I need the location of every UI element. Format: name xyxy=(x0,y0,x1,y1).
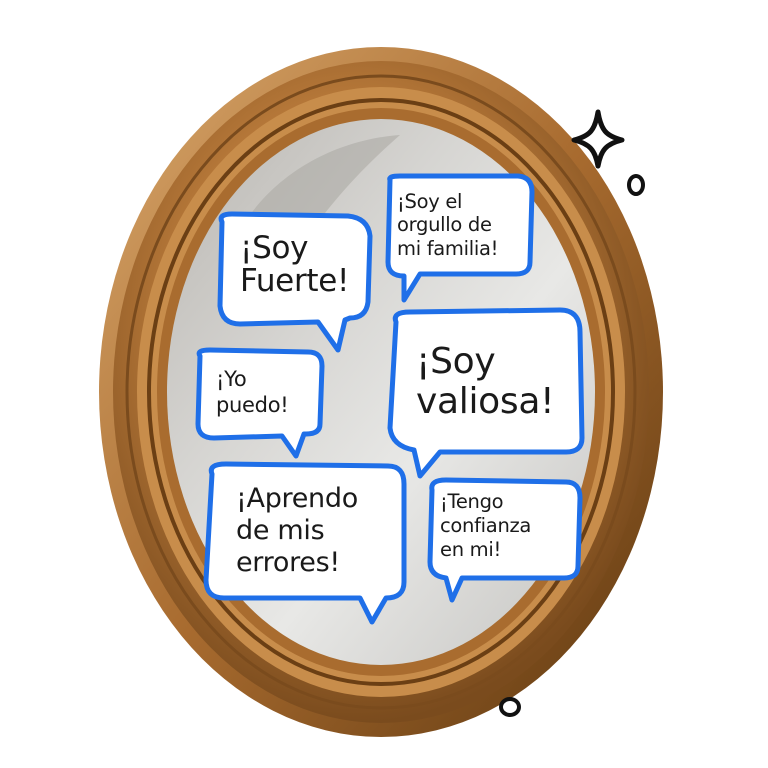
affirmation-orgullo: ¡Soy el orgullo de mi familia! xyxy=(397,190,499,260)
speech-bubble-yo-puedo xyxy=(195,347,325,459)
affirmation-yo-puedo: ¡Yo puedo! xyxy=(216,367,289,418)
small-circle-icon xyxy=(499,697,521,717)
speech-bubble-tengo xyxy=(427,477,583,603)
affirmation-soy-fuerte: ¡Soy Fuerte! xyxy=(240,230,350,300)
speech-bubble-aprendo xyxy=(203,461,407,625)
affirmation-soy-valiosa: ¡Soy valiosa! xyxy=(416,341,555,422)
speech-bubble-orgullo xyxy=(385,173,535,303)
four-point-star-icon xyxy=(571,109,625,169)
affirmation-aprendo: ¡Aprendo de mis errores! xyxy=(236,483,358,578)
speech-bubble-valiosa xyxy=(387,307,585,479)
affirmation-tengo-confianza: ¡Tengo confianza en mi! xyxy=(440,490,532,561)
speech-bubble-fuerte xyxy=(217,211,373,353)
small-circle-icon xyxy=(627,174,645,196)
